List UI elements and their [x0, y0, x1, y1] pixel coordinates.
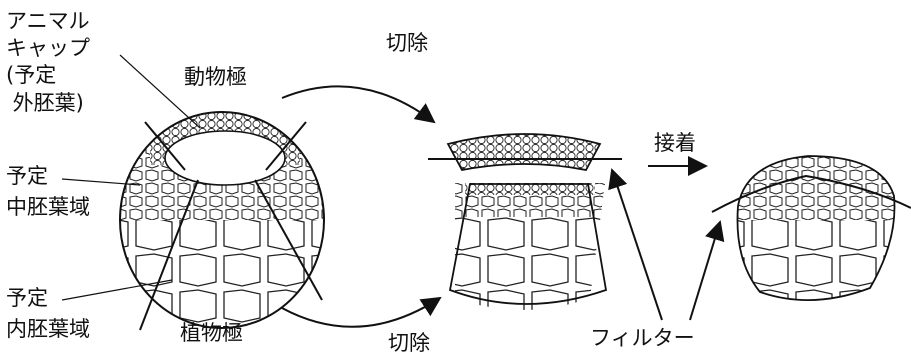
- blastocoel: [165, 131, 285, 185]
- cut-arrow-top: [282, 86, 434, 122]
- cut-label-bottom: 切除: [388, 331, 430, 355]
- animal-cap-line2: キャップ: [6, 36, 90, 60]
- whole-embryo: [110, 105, 340, 335]
- filter-arrow-right: [690, 222, 720, 320]
- filter-label: フィルター: [590, 326, 695, 350]
- animal-cap-line4: 外胚葉): [6, 91, 84, 115]
- animal-cap-label: アニマル キャップ (予定 外胚葉): [6, 9, 90, 115]
- cut-label-top: 切除: [386, 31, 428, 55]
- animal-cap-piece: [448, 134, 600, 170]
- mesoderm-label-line2: 中胚葉域: [6, 195, 90, 219]
- animal-pole-label: 動物極: [184, 65, 247, 89]
- excised-explant: [428, 134, 622, 310]
- endoderm-label-line1: 予定: [6, 286, 48, 310]
- attached-explant: [712, 150, 911, 310]
- filter-arrow-middle: [612, 170, 662, 320]
- endoderm-label-line2: 内胚葉域: [6, 317, 90, 341]
- animal-cap-line3: (予定: [6, 63, 56, 87]
- vegetal-pole-label: 植物極: [180, 321, 243, 345]
- attach-label: 接着: [654, 131, 696, 155]
- mesoderm-label-line1: 予定: [6, 164, 48, 188]
- cut-arrow-bottom: [282, 298, 440, 327]
- animal-cap-line1: アニマル: [6, 9, 90, 33]
